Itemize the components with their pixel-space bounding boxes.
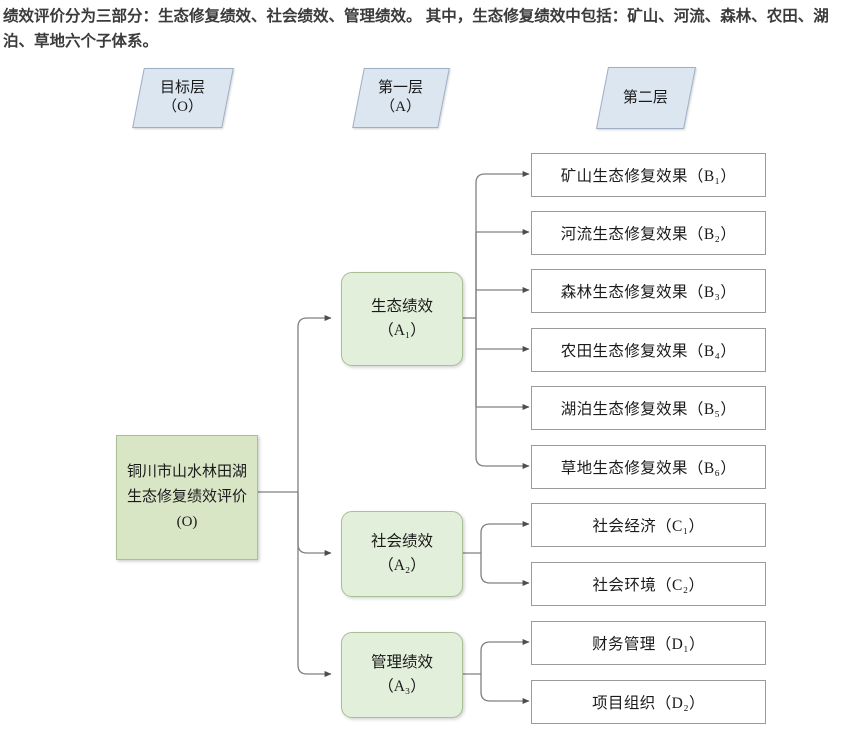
criteria-node-A1[interactable]: 生态绩效 （A₁） [341, 272, 463, 366]
indicator-node-B1-label: 矿山生态修复效果（B₁） [560, 168, 737, 185]
indicator-node-B1[interactable]: 矿山生态修复效果（B₁） [531, 153, 766, 197]
indicator-node-C1[interactable]: 社会经济（C₁） [531, 503, 766, 547]
layer-header-goal-label: 目标层 （O） [160, 80, 206, 115]
indicator-node-B6[interactable]: 草地生态修复效果（B₆） [531, 445, 766, 489]
wire-goal-A2 [297, 492, 332, 556]
layer-header-first-label: 第一层 （A） [378, 80, 424, 115]
indicator-node-B2-label: 河流生态修复效果（B₂） [560, 226, 737, 243]
figure-caption: 绩效评价分为三部分：生态修复绩效、社会绩效、管理绩效。 其中，生态修复绩效中包括… [3, 8, 829, 50]
indicator-node-D1[interactable]: 财务管理（D₁） [531, 621, 766, 665]
indicator-node-C2[interactable]: 社会环境（C₂） [531, 562, 766, 606]
wire-A3-D2 [480, 674, 530, 704]
indicator-node-C1-label: 社会经济（C₁） [592, 518, 705, 535]
criteria-node-A1-label: 生态绩效 （A₁） [370, 298, 433, 339]
layer-header-second: 第二层 [595, 67, 697, 129]
indicator-node-D2[interactable]: 项目组织（D₂） [531, 680, 766, 724]
layer-header-second-label: 第二层 [623, 89, 669, 106]
wire-A3-D1 [480, 639, 530, 674]
layer-header-first: 第一层 （A） [352, 68, 450, 128]
indicator-node-B3[interactable]: 森林生态修复效果（B₃） [531, 269, 766, 313]
criteria-node-A2-label: 社会绩效 （A₂） [370, 533, 433, 574]
indicator-node-C2-label: 社会环境（C₂） [592, 577, 705, 594]
indicator-node-B6-label: 草地生态修复效果（B₆） [560, 460, 737, 477]
indicator-node-B3-label: 森林生态修复效果（B₃） [560, 284, 737, 301]
indicator-node-D2-label: 项目组织（D₂） [592, 695, 705, 712]
goal-node[interactable]: 铜川市山水林田湖生态修复绩效评价(O) [116, 435, 258, 560]
wire-goal-A3 [297, 492, 332, 677]
goal-node-label: 铜川市山水林田湖生态修复绩效评价(O) [126, 464, 247, 530]
criteria-node-A3[interactable]: 管理绩效 （A₃） [341, 632, 463, 718]
indicator-node-B4[interactable]: 农田生态修复效果（B₄） [531, 328, 766, 372]
layer-header-goal: 目标层 （O） [132, 68, 234, 128]
indicator-node-B5-label: 湖泊生态修复效果（B₅） [560, 401, 737, 418]
indicator-node-B2[interactable]: 河流生态修复效果（B₂） [531, 211, 766, 255]
wire-goal-A1 [297, 315, 332, 492]
criteria-node-A2[interactable]: 社会绩效 （A₂） [341, 511, 463, 597]
indicator-node-B4-label: 农田生态修复效果（B₄） [560, 343, 737, 360]
wire-A2-C1 [480, 521, 530, 553]
wire-A2-C2 [480, 553, 530, 586]
wire-A1-B6 [475, 318, 530, 469]
indicator-node-B5[interactable]: 湖泊生态修复效果（B₅） [531, 386, 766, 430]
wire-A1-B1 [475, 171, 530, 318]
criteria-node-A3-label: 管理绩效 （A₃） [370, 654, 433, 695]
indicator-node-D1-label: 财务管理（D₁） [592, 636, 705, 653]
